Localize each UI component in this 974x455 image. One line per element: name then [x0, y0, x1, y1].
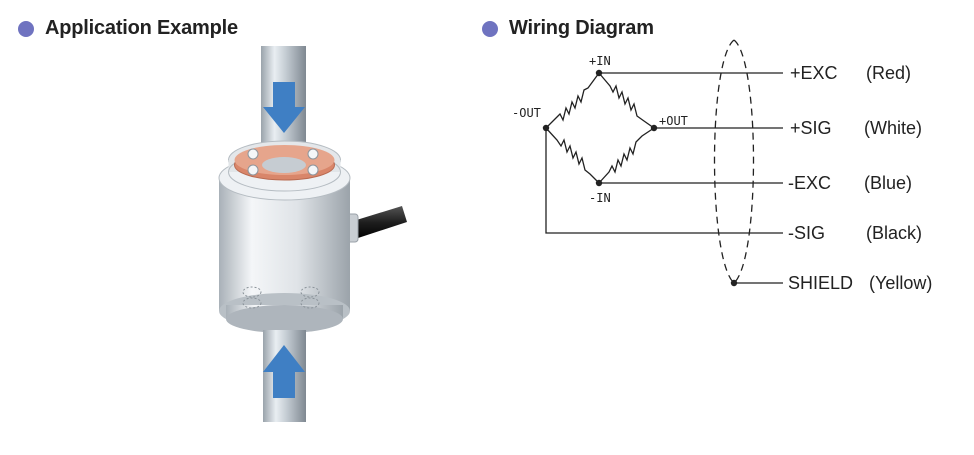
- wheatstone-bridge: [545, 72, 655, 184]
- node-plus-out: [650, 124, 658, 132]
- label-minus-out: -OUT: [512, 106, 541, 120]
- bullet-icon: [482, 20, 498, 37]
- wire-label-plus-sig: +SIG: [790, 118, 832, 138]
- wiring-diagram-title: Wiring Diagram: [509, 17, 654, 39]
- resistor-bottom-left: [545, 127, 600, 184]
- node-minus-in: [595, 179, 603, 187]
- wire-color-plus-sig: (White): [864, 118, 922, 138]
- application-example-header: Application Example: [18, 17, 238, 40]
- up-arrow-icon: [263, 345, 305, 398]
- down-arrow-icon: [263, 82, 305, 133]
- shield-boundary: [713, 39, 755, 284]
- resistor-bottom-right: [598, 127, 655, 184]
- label-plus-in: +IN: [589, 54, 611, 68]
- resistor-top-left: [545, 72, 600, 129]
- wire-label-plus-exc: +EXC: [790, 63, 838, 83]
- wire-label-minus-exc: -EXC: [788, 173, 831, 193]
- resistor-top-right: [598, 72, 655, 129]
- application-example-title: Application Example: [45, 17, 238, 39]
- bullet-icon: [18, 20, 34, 37]
- wire-label-shield: SHIELD: [788, 273, 853, 293]
- node-minus-out: [542, 124, 550, 132]
- load-cell-body: [218, 140, 351, 333]
- wire-color-minus-sig: (Black): [866, 223, 922, 243]
- node-shield: [730, 279, 738, 287]
- node-plus-in: [595, 69, 603, 77]
- wire-color-shield: (Yellow): [869, 273, 932, 293]
- label-minus-in: -IN: [589, 191, 611, 205]
- wire-color-minus-exc: (Blue): [864, 173, 912, 193]
- wire-color-plus-exc: (Red): [866, 63, 911, 83]
- wire-label-minus-sig: -SIG: [788, 223, 825, 243]
- wiring-diagram-header: Wiring Diagram: [482, 17, 654, 40]
- wire-minus-sig: [545, 128, 783, 234]
- label-plus-out: +OUT: [659, 114, 688, 128]
